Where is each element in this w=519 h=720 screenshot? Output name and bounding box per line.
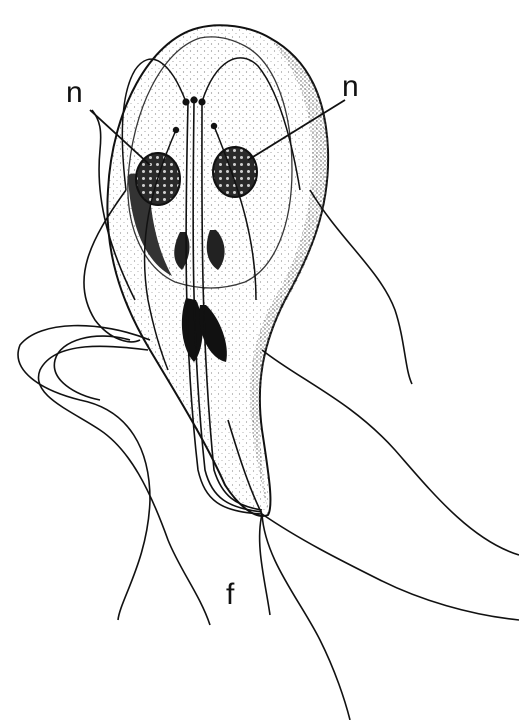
nucleus-label-left: n xyxy=(66,78,83,108)
nucleus-right xyxy=(213,147,257,197)
flagellum-label: f xyxy=(226,580,234,610)
nucleus-label-right: n xyxy=(342,72,359,102)
